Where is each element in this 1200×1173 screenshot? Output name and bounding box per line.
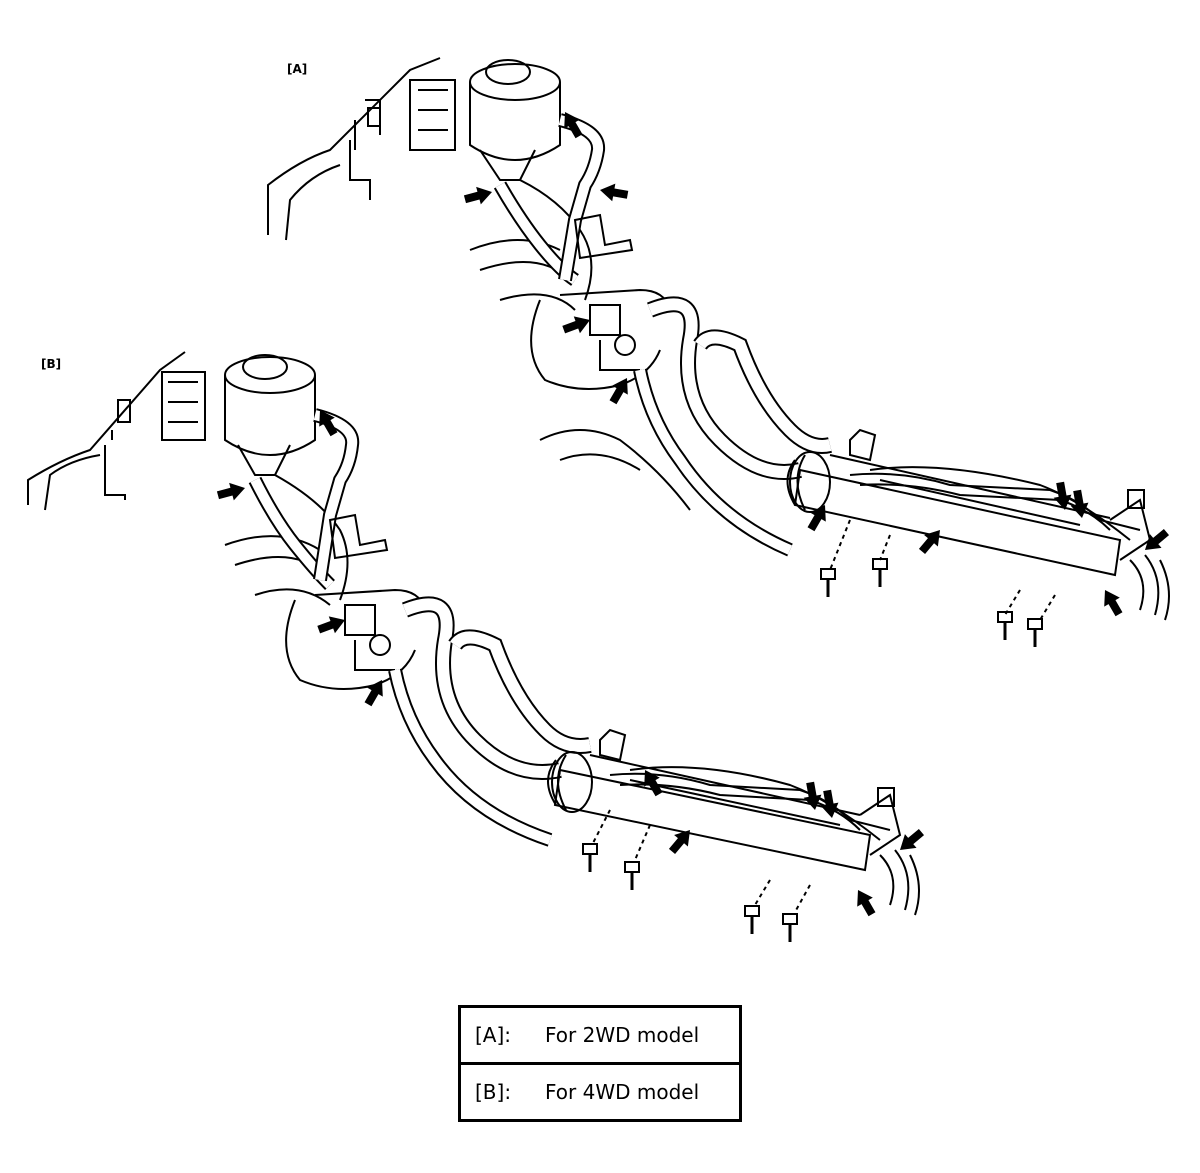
view-a-arrows: [462, 107, 1173, 619]
legend-row-a: [A]: For 2WD model: [461, 1008, 739, 1062]
legend-text: For 2WD model: [545, 1023, 700, 1047]
view-a-drawing: [267, 57, 1170, 649]
view-b-label: [B]: [41, 357, 62, 371]
legend-box: [A]: For 2WD model [B]: For 4WD model: [458, 1005, 742, 1122]
view-b-arrows: [215, 405, 928, 919]
legend-row-b: [B]: For 4WD model: [461, 1062, 739, 1119]
legend-key: [A]:: [475, 1023, 512, 1047]
steering-diagram: [27, 57, 1173, 944]
legend-key: [B]:: [475, 1080, 512, 1104]
view-b-drawing: [27, 351, 920, 944]
legend-text: For 4WD model: [545, 1080, 700, 1104]
view-a-label: [A]: [287, 62, 308, 76]
